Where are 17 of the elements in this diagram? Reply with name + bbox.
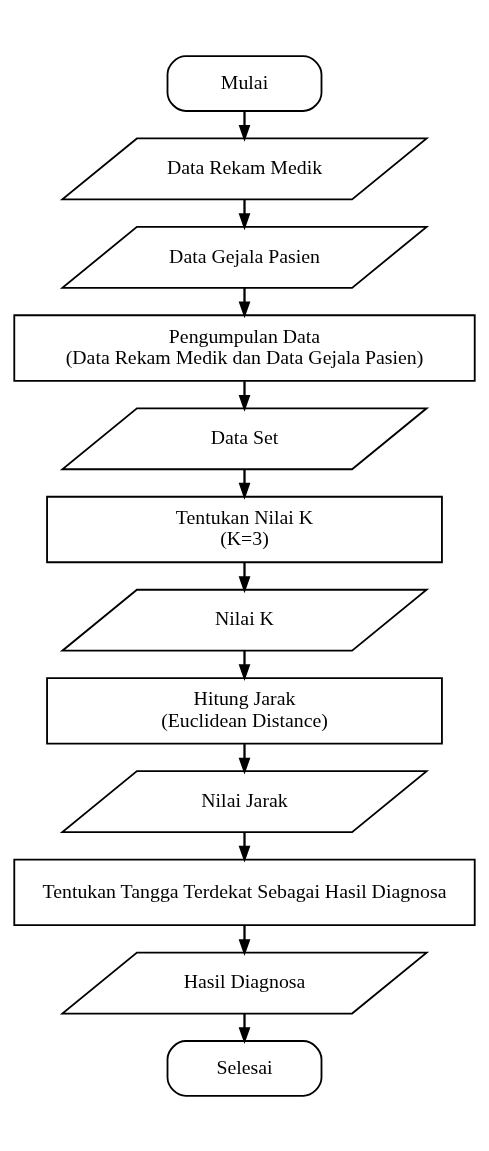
node-box: Selesai (166, 1039, 323, 1097)
node-box: Tentukan Nilai K (K=3) (46, 495, 443, 563)
arrow (238, 1013, 251, 1044)
arrow (238, 110, 251, 142)
arrow (238, 287, 251, 318)
arrow (238, 562, 251, 593)
arrow (238, 469, 251, 500)
arrow (238, 199, 251, 230)
arrow (238, 743, 251, 775)
node-box: Hitung Jarak (Euclidean Distance) (46, 676, 443, 745)
arrow (238, 925, 251, 956)
node-box: Tentukan Tangga Terdekat Sebagai Hasil Diagnosa (13, 858, 476, 926)
node-box: Mulai (166, 54, 323, 112)
arrow (238, 831, 251, 863)
arrow (238, 650, 251, 681)
node-box: Pengumpulan Data (Data Rekam Medik dan Data Gejala Pasien) (13, 313, 476, 382)
arrow (238, 380, 251, 412)
